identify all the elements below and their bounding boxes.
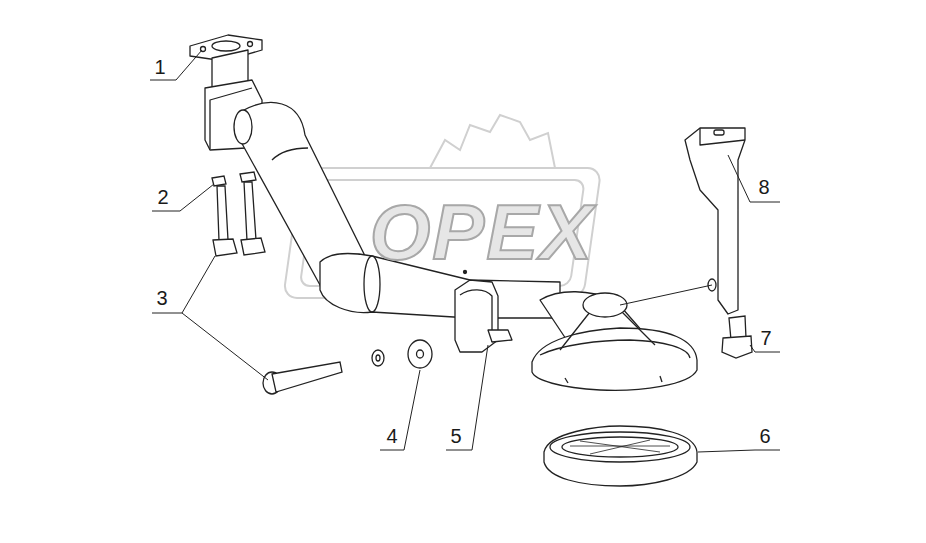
oil-pickup-pipe bbox=[532, 328, 697, 390]
screen-gasket bbox=[570, 440, 670, 454]
oil-pickup-pipe bbox=[190, 35, 697, 390]
bracket bbox=[685, 128, 745, 314]
bolts bbox=[244, 182, 256, 241]
oil-pickup-pipe bbox=[565, 378, 568, 383]
bolts bbox=[376, 355, 380, 361]
leader-lines bbox=[150, 50, 780, 452]
leader-lines bbox=[698, 450, 780, 452]
oil-pickup-pipe bbox=[210, 88, 252, 150]
callout-number: 6 bbox=[757, 426, 772, 446]
bolts bbox=[417, 350, 424, 358]
bolts bbox=[722, 336, 752, 358]
bracket bbox=[685, 128, 745, 314]
leader-lines bbox=[446, 345, 488, 450]
bolts bbox=[241, 238, 265, 255]
oil-pickup-pipe bbox=[488, 330, 512, 342]
leader-lines bbox=[380, 370, 420, 450]
screen-gasket bbox=[550, 432, 690, 462]
screen-gasket bbox=[562, 437, 678, 457]
bracket bbox=[700, 128, 745, 145]
watermark-gear bbox=[430, 115, 555, 168]
callout-number: 7 bbox=[758, 328, 773, 348]
callout-number: 3 bbox=[154, 288, 169, 308]
bolts bbox=[213, 239, 237, 256]
leader-lines bbox=[182, 313, 268, 380]
oil-pickup-pipe bbox=[660, 376, 662, 382]
bolts bbox=[212, 172, 752, 394]
oil-pickup-pipe bbox=[560, 312, 655, 350]
bolts bbox=[408, 340, 432, 368]
bolts bbox=[372, 350, 384, 366]
callout-number: 5 bbox=[448, 426, 463, 446]
bolts bbox=[217, 186, 228, 241]
bracket bbox=[714, 130, 724, 135]
oil-pickup-pipe bbox=[272, 148, 308, 160]
oil-pickup-pipe bbox=[234, 110, 252, 144]
callout-number: 2 bbox=[155, 187, 170, 207]
leader-lines bbox=[620, 285, 712, 305]
oil-pickup-pipe bbox=[460, 290, 492, 342]
oil-pickup-pipe bbox=[540, 340, 690, 358]
screen-gasket bbox=[544, 426, 697, 486]
bolts bbox=[272, 362, 342, 392]
oil-pickup-pipe bbox=[248, 42, 253, 47]
watermark: OPEX bbox=[370, 193, 595, 271]
callout-number: 4 bbox=[384, 426, 399, 446]
callout-number: 1 bbox=[152, 57, 167, 77]
leader-lines bbox=[728, 155, 780, 202]
screen-gasket bbox=[544, 426, 697, 486]
leader-lines bbox=[152, 184, 214, 211]
oil-pickup-pipe bbox=[212, 41, 240, 51]
leader-lines bbox=[150, 50, 202, 80]
leader-lines bbox=[152, 256, 215, 313]
bolts bbox=[240, 172, 256, 182]
callout-number: 8 bbox=[756, 177, 771, 197]
